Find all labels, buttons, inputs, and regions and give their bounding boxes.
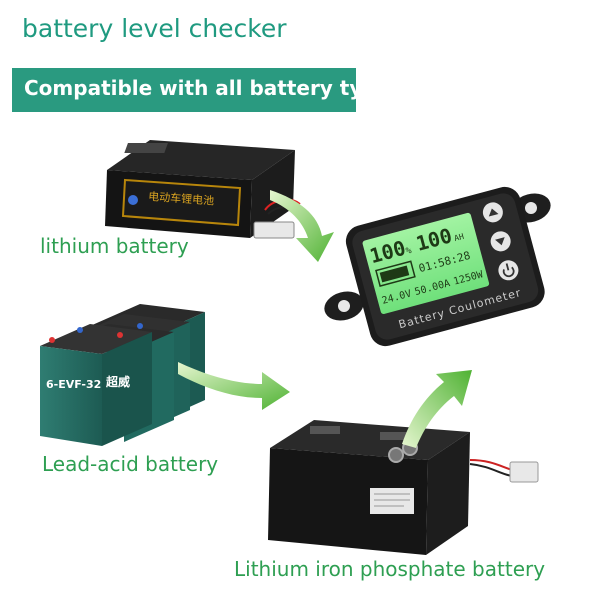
battery-coulometer: 100 % 100 AH 01:58:28 24.0V 50.00A 1250W… — [324, 186, 551, 347]
lcd-capacity-unit: AH — [453, 232, 465, 243]
lcd-percent-unit: % — [405, 246, 413, 257]
lead-battery-model: 6-EVF-32 — [46, 378, 101, 391]
lead-acid-battery-image: 6-EVF-32 超威 — [40, 304, 205, 446]
lifepo4-battery-label: Lithium iron phosphate battery — [234, 557, 546, 581]
lifepo4-battery-image — [268, 420, 539, 555]
compatibility-banner: Compatible with all battery types — [12, 68, 402, 112]
arrow-lifepo4-to-meter — [402, 370, 472, 448]
lithium-battery-text: 电动车锂电池 — [148, 189, 215, 208]
lithium-battery-image: 电动车锂电池 — [105, 140, 303, 239]
lead-acid-battery-label: Lead-acid battery — [42, 452, 219, 476]
lithium-battery-label: lithium battery — [40, 234, 189, 258]
banner-text: Compatible with all battery types — [24, 76, 403, 100]
lead-battery-brand: 超威 — [105, 374, 130, 389]
arrow-lead-acid-to-meter — [178, 362, 290, 410]
page-title: battery level checker — [22, 14, 287, 43]
arrow-lithium-to-meter — [270, 190, 334, 262]
